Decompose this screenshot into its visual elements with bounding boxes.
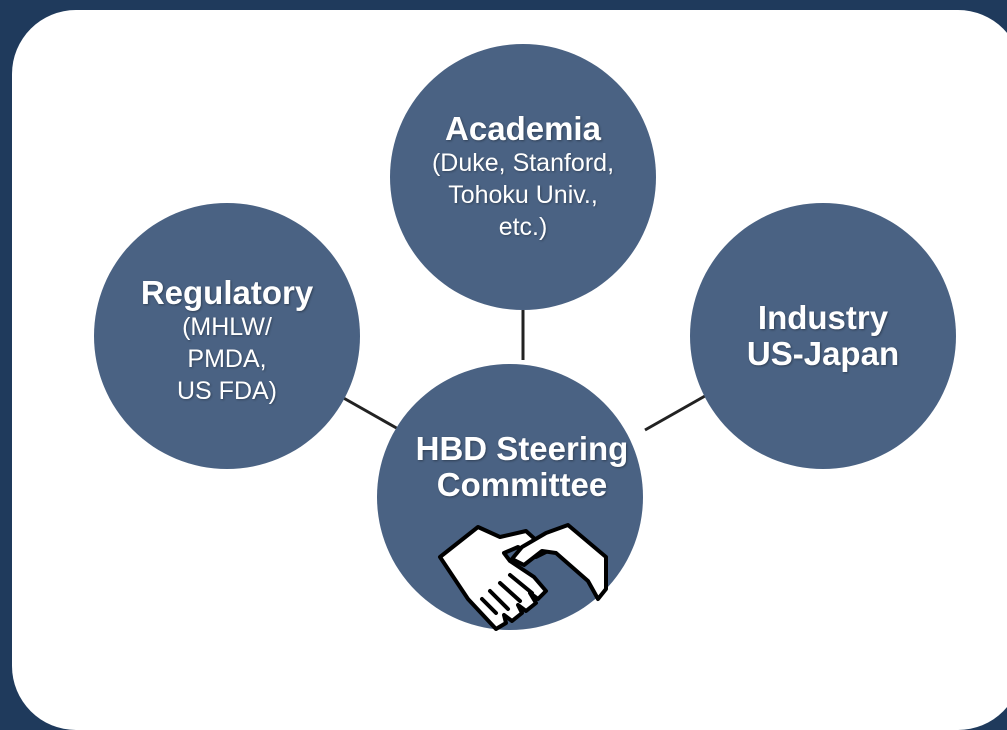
- regulatory-node: [94, 203, 360, 469]
- regulatory-sub-3: US FDA): [177, 377, 277, 405]
- academia-sub-1: (Duke, Stanford,: [431, 149, 615, 177]
- center-title-2: Committee: [436, 466, 608, 503]
- industry-title-2: US-Japan: [746, 335, 900, 372]
- regulatory-sub-2: PMDA,: [187, 345, 267, 373]
- industry-text: Industry US-Japan: [703, 291, 943, 381]
- connector-industry-center: [644, 394, 706, 432]
- connector-regulatory-center: [339, 394, 401, 432]
- academia-sub-2: Tohoku Univ.,: [448, 181, 598, 209]
- industry-node: [690, 203, 956, 469]
- academia-title: Academia: [445, 110, 601, 147]
- academia-sub-3: etc.): [498, 213, 548, 241]
- industry-title-1: Industry: [757, 299, 889, 336]
- academia-node: [390, 44, 656, 310]
- center-title-1: HBD Steering: [415, 430, 629, 467]
- academia-text: Academia (Duke, Stanford, Tohoku Univ., …: [403, 92, 643, 262]
- center-text: HBD Steering Committee: [390, 422, 654, 512]
- regulatory-text: Regulatory (MHLW/ PMDA, US FDA): [107, 256, 347, 426]
- regulatory-title: Regulatory: [140, 274, 314, 311]
- handshake-icon: [438, 523, 608, 631]
- regulatory-sub-1: (MHLW/: [182, 313, 272, 341]
- diagram-canvas: [94, 44, 956, 631]
